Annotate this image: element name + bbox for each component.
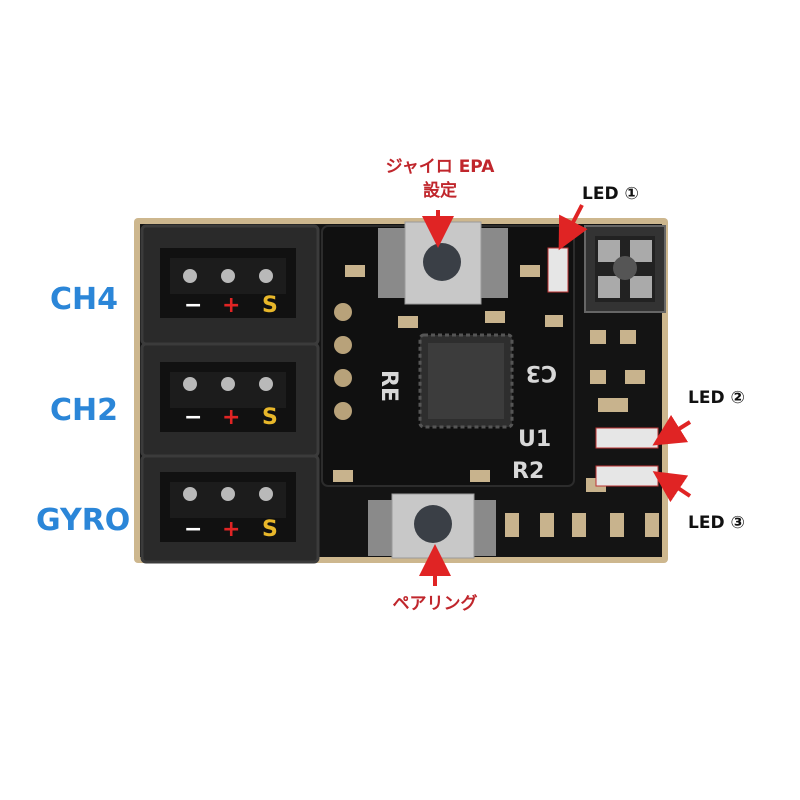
pin-signal-ch2: S	[262, 405, 278, 430]
connector-ch2	[140, 342, 320, 458]
pairing-switch	[368, 493, 496, 559]
label-gyro: GYRO	[36, 503, 131, 538]
callout-pairing: ペアリング	[392, 594, 478, 614]
led-3	[595, 465, 659, 487]
right-socket	[584, 225, 666, 313]
pin-signal-ch4: S	[262, 293, 278, 318]
silk-c3: C3	[526, 360, 557, 385]
label-ch4: CH4	[50, 282, 118, 317]
connector-ch4	[140, 224, 320, 346]
arrow-led1	[558, 204, 588, 251]
arrow-led3	[652, 471, 692, 503]
pin-plus-gyro: +	[222, 517, 240, 542]
mcu-chip	[418, 333, 514, 429]
arrow-led2	[652, 414, 692, 446]
silk-r2: R2	[512, 459, 544, 484]
gyro-epa-switch	[378, 221, 508, 305]
pin-minus-ch2: −	[184, 405, 202, 430]
pin-minus-ch4: −	[184, 293, 202, 318]
pin-signal-gyro: S	[262, 517, 278, 542]
silk-r3: RE	[376, 370, 401, 402]
pin-minus-gyro: −	[184, 517, 202, 542]
led-2	[595, 427, 659, 449]
connector-gyro	[140, 454, 320, 564]
callout-led3: LED ③	[688, 513, 745, 533]
callout-led2: LED ②	[688, 388, 745, 408]
smd-components	[333, 265, 659, 537]
pin-plus-ch4: +	[222, 293, 240, 318]
test-pads	[334, 303, 352, 420]
pin-plus-ch2: +	[222, 405, 240, 430]
silk-u1: U1	[518, 427, 551, 452]
callout-led1: LED ①	[582, 184, 639, 204]
callout-gyro-epa: ジャイロ EPA 設定	[385, 157, 495, 201]
led-1	[547, 247, 569, 293]
label-ch2: CH2	[50, 393, 118, 428]
